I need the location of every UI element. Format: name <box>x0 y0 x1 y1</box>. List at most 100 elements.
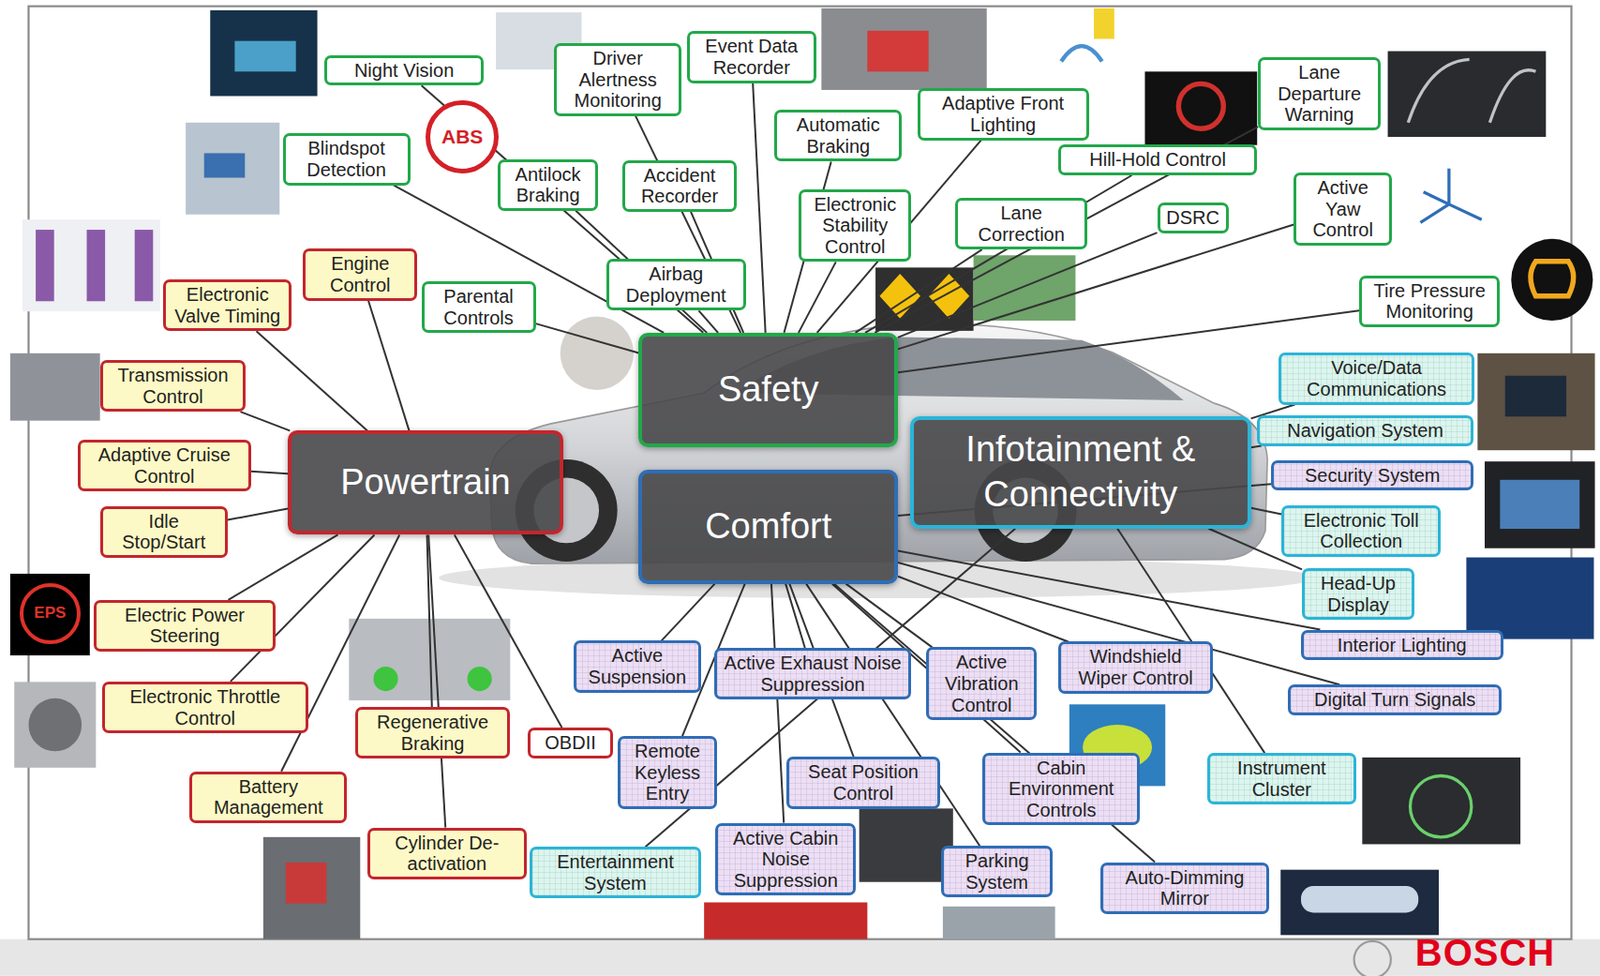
connector <box>874 126 1258 333</box>
footer-band <box>0 939 1600 976</box>
throttle-photo <box>14 681 96 767</box>
connector <box>897 550 1320 629</box>
feature-label: Electronic Toll Collection <box>1289 509 1433 553</box>
abs-icon-label: ABS <box>425 100 499 174</box>
feature-box: Auto-Dimming Mirror <box>1100 862 1271 914</box>
feature-box: Regenerative Braking <box>355 706 510 759</box>
feature-box: Electronic Valve Timing <box>163 279 292 331</box>
night-vision-screen <box>234 41 296 73</box>
dashboard-screen <box>1505 375 1567 418</box>
feature-box: Lane Departure Warning <box>1257 57 1381 131</box>
feature-box: Blindspot Detection <box>283 133 411 185</box>
feature-box: Electronic Throttle Control <box>102 681 309 733</box>
connector <box>834 583 1155 863</box>
feature-box: Accident Recorder <box>622 160 737 212</box>
braking-zone <box>867 30 928 73</box>
feature-label: Cylinder De-activation <box>375 832 519 875</box>
feature-label: Automatic Braking <box>782 114 894 157</box>
feature-label: Remote Keyless Entry <box>626 740 710 805</box>
connector <box>698 310 718 332</box>
feature-box: Parking System <box>941 845 1054 898</box>
engine-part <box>285 862 328 904</box>
braking-photo <box>821 8 987 90</box>
throttle-bore <box>28 698 82 752</box>
yaw-axes <box>1420 168 1481 224</box>
night-vision-photo <box>209 10 317 96</box>
category-label: Safety <box>717 367 820 413</box>
feature-box: Active Suspension <box>573 640 702 692</box>
feature-box: Automatic Braking <box>774 109 902 162</box>
feature-label: Auto-Dimming Mirror <box>1108 867 1262 910</box>
infotainment-screen <box>1484 461 1596 549</box>
feature-box: Engine Control <box>302 248 418 300</box>
infotainment-display <box>1499 479 1580 529</box>
feature-box: Active Exhaust Noise Suppression <box>714 647 912 700</box>
feature-box: OBDII <box>527 727 614 759</box>
feature-box: Airbag Deployment <box>606 258 747 311</box>
feature-box: Driver Alertness Monitoring <box>553 43 682 117</box>
connector <box>798 261 837 333</box>
feature-box: Parental Controls <box>421 281 537 333</box>
feature-label: Adaptive Front Lighting <box>926 92 1081 135</box>
connector <box>536 323 640 353</box>
tpms-icon <box>1510 239 1593 321</box>
feature-box: Seat Position Control <box>786 756 940 808</box>
headlight-beam <box>1093 8 1115 40</box>
feature-label: Head-Up Display <box>1310 572 1406 615</box>
connector <box>368 300 410 432</box>
connector <box>1117 528 1265 753</box>
bosch-logo-ring <box>1354 941 1391 976</box>
feature-box: Adaptive Cruise Control <box>77 439 252 492</box>
hill-hold-icon <box>1144 71 1257 145</box>
feature-label: Cabin Environment Controls <box>990 757 1132 822</box>
feature-box: Head-Up Display <box>1301 568 1415 620</box>
feature-label: Active Exhaust Noise Suppression <box>722 652 903 695</box>
feature-label: Digital Turn Signals <box>1296 688 1495 711</box>
speedometer-photo <box>1388 51 1547 137</box>
connector <box>251 471 288 475</box>
feature-label: Electronic Valve Timing <box>171 284 284 327</box>
connector <box>752 83 765 333</box>
feature-label: Adaptive Cruise Control <box>86 444 243 487</box>
feature-label: Active Yaw Control <box>1301 177 1384 241</box>
feature-label: Lane Correction <box>963 202 1080 245</box>
feature-label: Parking System <box>949 850 1046 893</box>
feature-box: Windshield Wiper Control <box>1058 641 1213 693</box>
category-label: Comfort <box>704 504 832 550</box>
feature-label: Battery Management <box>197 776 339 819</box>
feature-box: Transmission Control <box>100 359 247 412</box>
feature-label: Regenerative Braking <box>363 711 502 754</box>
cluster-gauge <box>1410 775 1472 837</box>
feature-box: Voice/Data Communications <box>1278 352 1475 404</box>
feature-label: Hill-Hold Control <box>1066 149 1249 171</box>
mirror-photo <box>1280 869 1439 936</box>
feature-box: Remote Keyless Entry <box>617 735 718 809</box>
feature-label: Event Data Recorder <box>695 35 808 78</box>
feature-box: Tire Pressure Monitoring <box>1359 275 1500 328</box>
mirror-glass <box>1300 885 1419 913</box>
feature-label: Entertainment System <box>538 851 693 894</box>
feature-label: Driver Alertness Monitoring <box>562 47 673 112</box>
feature-label: Navigation System <box>1265 419 1466 442</box>
valve-timing-figure <box>22 219 161 312</box>
seat-photo <box>859 807 954 882</box>
feature-box: Digital Turn Signals <box>1287 684 1503 716</box>
feature-box: Hill-Hold Control <box>1058 144 1257 176</box>
feature-box: Idle Stop/Start <box>100 506 228 558</box>
feature-box: Battery Management <box>189 771 347 823</box>
feature-label: OBDII <box>536 732 605 754</box>
eps-icon-label: EPS <box>19 583 81 644</box>
category-box: Infotainment & Connectivity <box>910 416 1252 529</box>
feature-label: Accident Recorder <box>630 164 729 208</box>
connector <box>256 330 368 431</box>
category-box: Comfort <box>638 469 898 584</box>
eps-icon-ground <box>10 573 90 656</box>
feature-label: Active Vibration Control <box>934 651 1029 716</box>
brand-logo: BOSCH <box>1395 932 1575 972</box>
feature-box: Electronic Stability Control <box>798 189 912 263</box>
engine-photo <box>263 837 360 940</box>
valve <box>87 229 106 301</box>
connector <box>855 249 983 333</box>
connector <box>661 583 716 642</box>
feature-label: Instrument Cluster <box>1215 757 1348 800</box>
